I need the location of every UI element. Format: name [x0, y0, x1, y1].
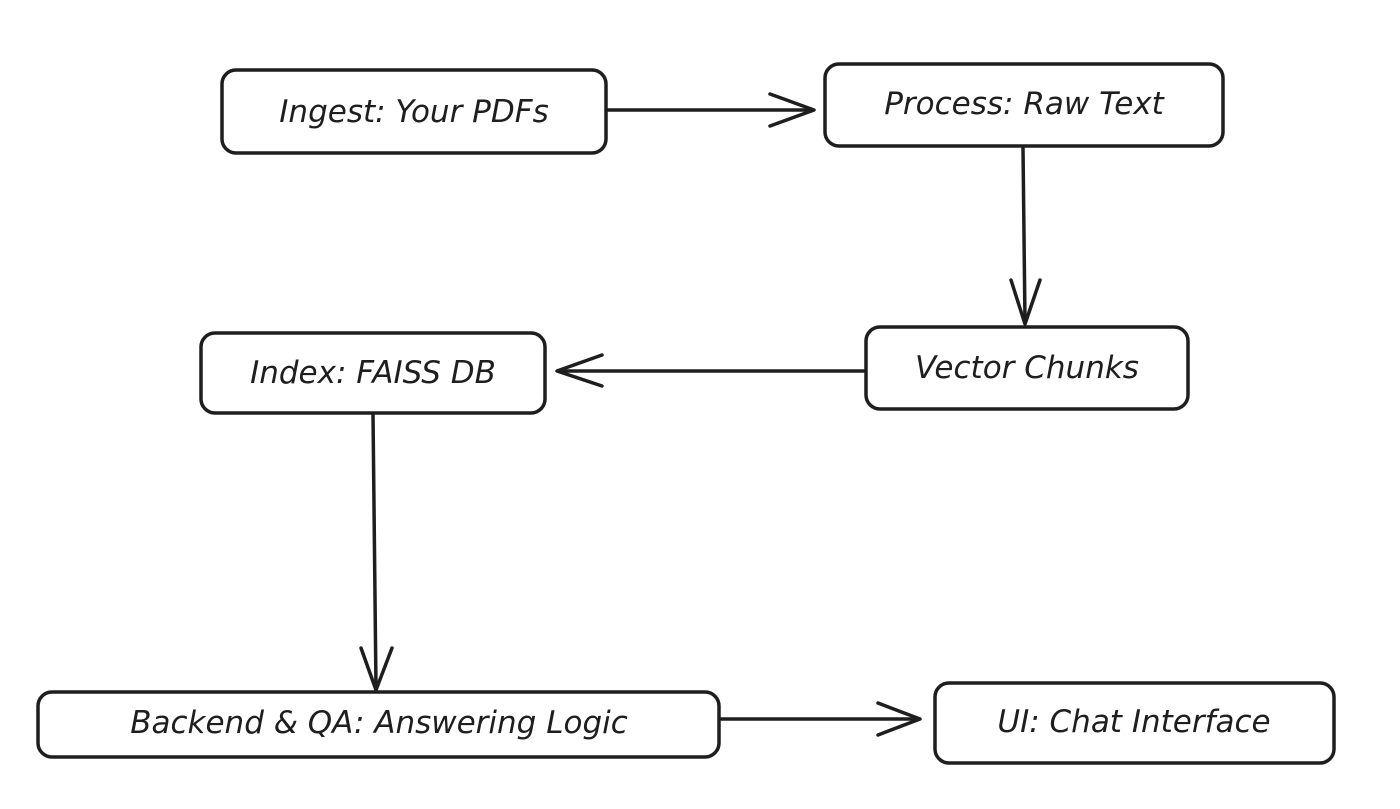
node-process-label: Process: Raw Text [884, 86, 1165, 122]
edge-ingest-to-process [606, 92, 816, 128]
node-index-box [199, 331, 547, 415]
node-backend-label: Backend & QA: Answering Logic [130, 705, 628, 741]
node-ingest-box [220, 68, 608, 155]
node-vector: Vector Chunks [864, 325, 1190, 411]
edge-backend-to-ui [719, 701, 922, 737]
node-index: Index: FAISS DB [199, 331, 547, 415]
node-ui: UI: Chat Interface [933, 681, 1336, 765]
node-backend-box [36, 690, 721, 759]
node-process: Process: Raw Text [823, 62, 1225, 148]
node-ui-label: UI: Chat Interface [997, 704, 1270, 740]
node-index-label: Index: FAISS DB [250, 355, 496, 391]
node-ui-box [933, 681, 1336, 765]
node-vector-box [864, 325, 1190, 411]
node-backend: Backend & QA: Answering Logic [36, 690, 721, 759]
node-ingest-label: Ingest: Your PDFs [279, 94, 548, 130]
node-process-box [823, 62, 1225, 148]
edge-process-to-vector [1009, 146, 1042, 326]
edges [359, 92, 1042, 737]
edge-index-to-backend [359, 412, 394, 692]
edge-vector-to-index [555, 353, 867, 388]
node-vector-label: Vector Chunks [915, 350, 1139, 386]
node-ingest: Ingest: Your PDFs [220, 68, 608, 155]
